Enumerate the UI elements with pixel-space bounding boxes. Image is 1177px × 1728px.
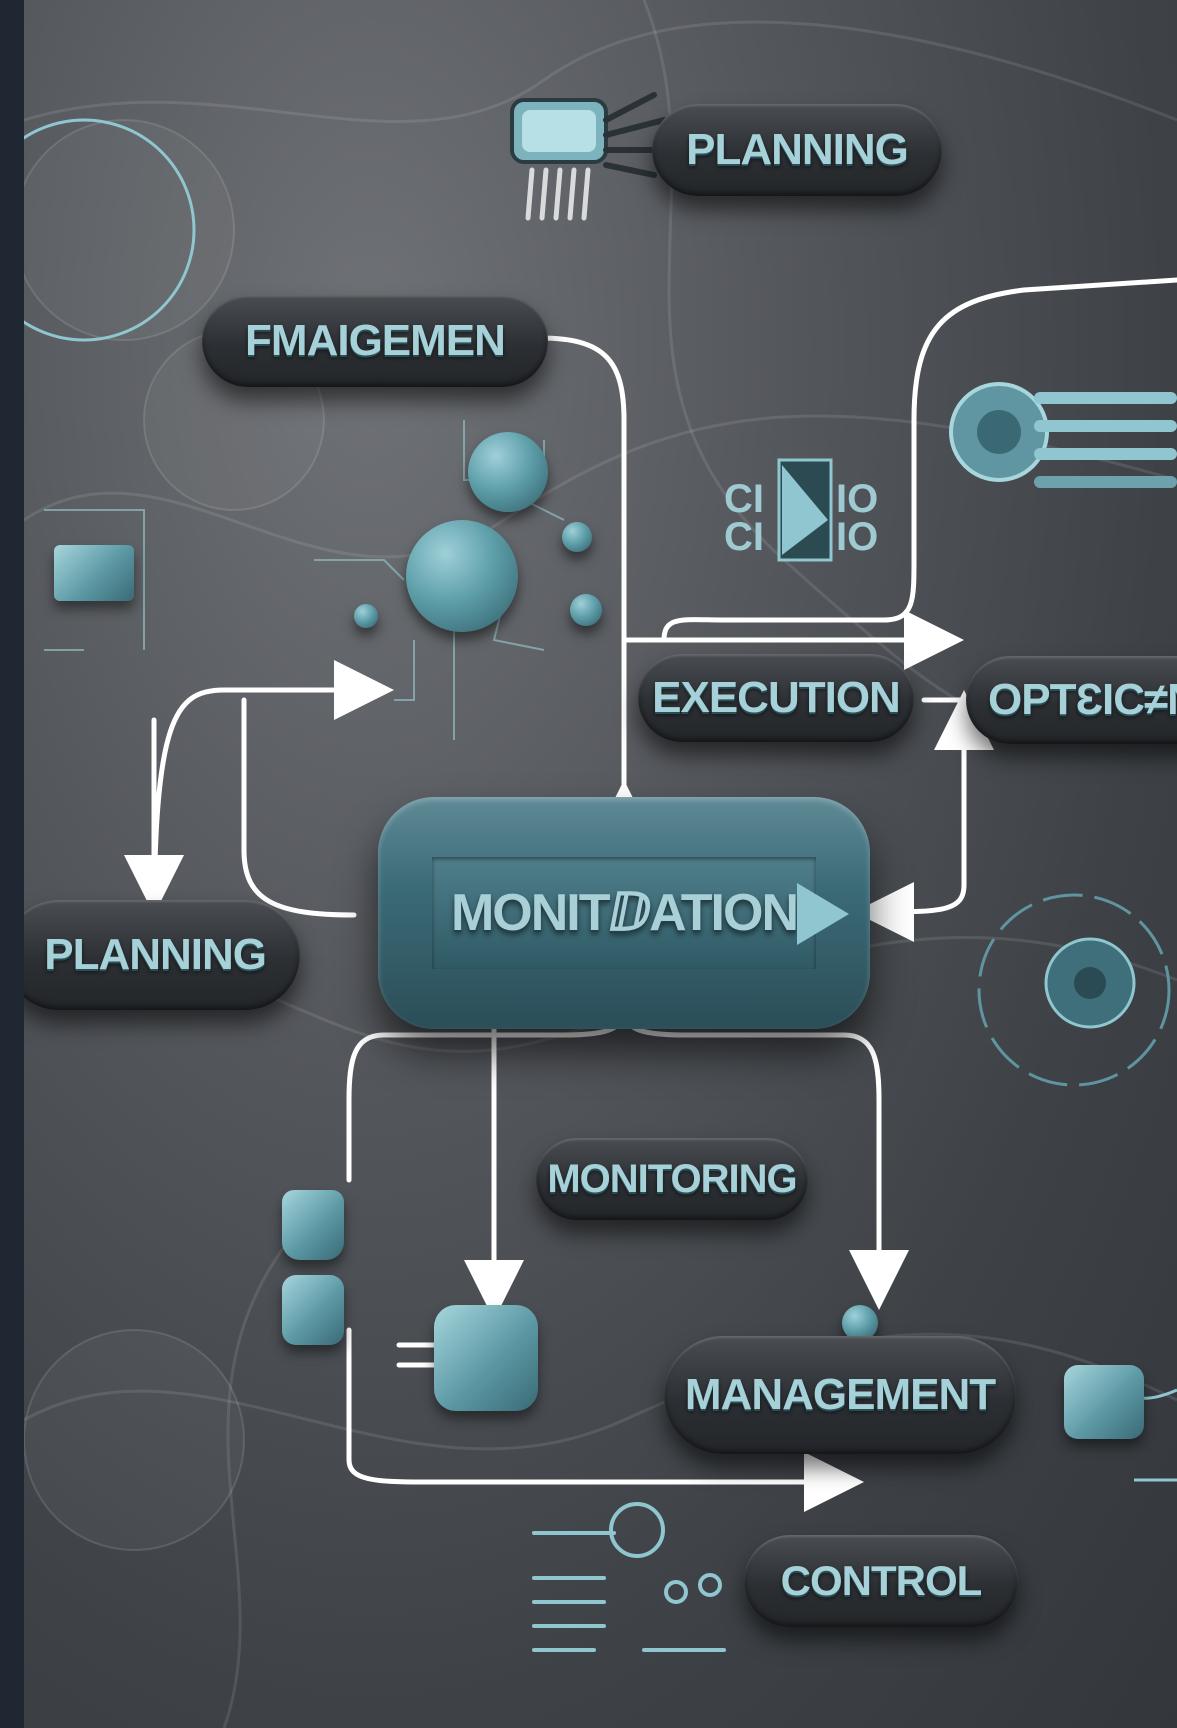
- arrow-to-optimization: [854, 777, 967, 942]
- network-node-top: [468, 432, 548, 512]
- diagram-svg: CI CI IO IO: [24, 0, 1177, 1728]
- node-planning-top: PLANNING: [652, 104, 942, 196]
- node-monitlation: MONITⅅATION: [378, 797, 870, 1029]
- monitor-icon: [510, 92, 667, 221]
- node-execution-label: EXECUTION: [652, 673, 901, 722]
- diagram-canvas: CI CI IO IO: [24, 0, 1177, 1728]
- network-node-large: [406, 520, 518, 632]
- node-management: MANAGEMENT: [664, 1336, 1016, 1454]
- svg-text:IO: IO: [836, 515, 878, 559]
- node-planning-top-label: PLANNING: [686, 125, 909, 174]
- gauge-ring: [977, 893, 1171, 1087]
- svg-text:IO: IO: [836, 477, 878, 521]
- node-planning-left-label: PLANNING: [44, 930, 267, 979]
- node-fmaigemen: FMAIGEMEN: [202, 295, 548, 387]
- node-planning-left: PLANNING: [24, 900, 300, 1010]
- terminal-box-icon: [434, 1305, 538, 1411]
- svg-text:CI: CI: [724, 477, 764, 521]
- node-control: CONTROL: [744, 1535, 1018, 1627]
- small-square-icon: [1064, 1365, 1144, 1439]
- cog-icon: [1044, 937, 1136, 1029]
- network-node-small-2: [570, 594, 602, 626]
- node-optimization-label: OPTƐIC≠NC: [988, 675, 1177, 724]
- node-monitlation-label: MONITⅅATION: [450, 884, 799, 942]
- node-execution: EXECUTION: [638, 654, 914, 742]
- node-control-label: CONTROL: [780, 1557, 983, 1604]
- document-icon: CI CI IO IO: [724, 458, 878, 562]
- node-optimization: OPTƐIC≠NC: [966, 656, 1177, 744]
- background-circles: [24, 119, 325, 1551]
- gear-icon: [949, 382, 1177, 488]
- side-screen-icon: [54, 545, 134, 601]
- sliders-icon: [532, 1502, 726, 1652]
- arrow-to-management: [346, 1327, 864, 1512]
- db-top-icon: [282, 1190, 344, 1260]
- node-monitlation-panel: MONITⅅATION: [432, 857, 816, 969]
- node-fmaigemen-label: FMAIGEMEN: [245, 316, 506, 365]
- connector-dot: [842, 1305, 878, 1341]
- arrow-to-network: [151, 660, 394, 938]
- db-bottom-icon: [282, 1275, 344, 1345]
- teal-ring: [24, 118, 196, 342]
- network-node-small-3: [354, 604, 378, 628]
- network-node-small-1: [562, 522, 592, 552]
- node-monitoring-label: MONITORING: [547, 1156, 797, 1201]
- svg-text:CI: CI: [724, 515, 764, 559]
- node-monitoring: MONITORING: [536, 1138, 808, 1220]
- node-management-label: MANAGEMENT: [684, 1370, 996, 1419]
- play-triangle-icon: [797, 883, 849, 945]
